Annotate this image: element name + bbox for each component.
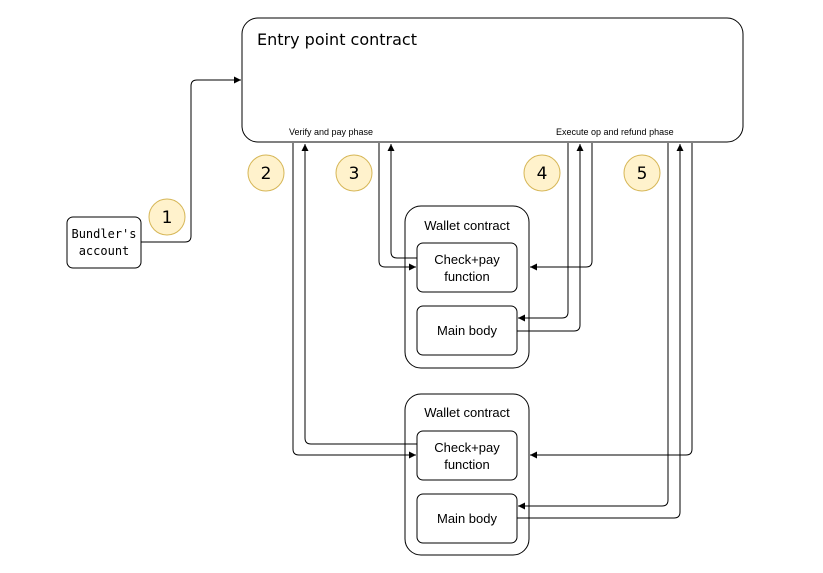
step-badge-1-label: 1 xyxy=(162,208,173,228)
step-badge-4: 4 xyxy=(523,154,561,192)
step-badge-3: 3 xyxy=(335,154,373,192)
step-badge-5-label: 5 xyxy=(637,164,648,184)
wallet-2-title: Wallet contract xyxy=(424,405,510,420)
wallet-1-check-line2: function xyxy=(444,269,490,284)
arrow-entry-to-wallet2-check-exec xyxy=(530,143,693,459)
wallet-1-check-line1: Check+pay xyxy=(434,252,500,267)
step-badge-3-label: 3 xyxy=(349,164,360,184)
arrow-entry-to-wallet2-check xyxy=(292,143,416,459)
arrow-bundler-to-entry xyxy=(141,76,241,243)
wallet-1-check-pay-function xyxy=(416,242,518,293)
arrow-wallet2-main-return xyxy=(517,144,684,519)
arrow-wallet1-check-return xyxy=(387,144,417,259)
bundler-label-line2: account xyxy=(79,244,130,258)
step-badge-4-label: 4 xyxy=(537,164,548,184)
arrow-entry-to-wallet1-check xyxy=(378,143,416,271)
wallet-1-main-label: Main body xyxy=(437,323,497,338)
step-badge-2-label: 2 xyxy=(261,164,272,184)
arrow-entry-to-wallet1-main xyxy=(518,143,569,322)
arrow-entry-to-wallet2-main xyxy=(518,143,669,510)
wallet-1-title: Wallet contract xyxy=(424,218,510,233)
bundler-label-line1: Bundler's xyxy=(71,227,136,241)
entry-point-contract: Entry point contract Verify and pay phas… xyxy=(241,17,744,143)
entry-point-title: Entry point contract xyxy=(257,30,417,49)
step-badge-1: 1 xyxy=(148,198,186,236)
execute-phase-label: Execute op and refund phase xyxy=(556,127,674,137)
wallet-2-main-label: Main body xyxy=(437,511,497,526)
verify-phase-label: Verify and pay phase xyxy=(289,127,373,137)
wallet-2-check-line2: function xyxy=(444,457,490,472)
arrow-entry-to-wallet1-check-exec xyxy=(530,143,593,271)
wallet-2-check-pay-function xyxy=(416,430,518,481)
wallet-contract-1: Wallet contract Check+pay function Main … xyxy=(404,205,530,369)
step-badge-5: 5 xyxy=(623,154,661,192)
arrow-wallet1-main-return xyxy=(517,144,584,332)
wallet-contract-2: Wallet contract Check+pay function Main … xyxy=(404,393,530,556)
arrow-wallet2-check-return xyxy=(301,144,417,445)
bundler-account: Bundler's account xyxy=(66,216,142,269)
wallet-2-check-line1: Check+pay xyxy=(434,440,500,455)
step-badge-2: 2 xyxy=(247,154,285,192)
